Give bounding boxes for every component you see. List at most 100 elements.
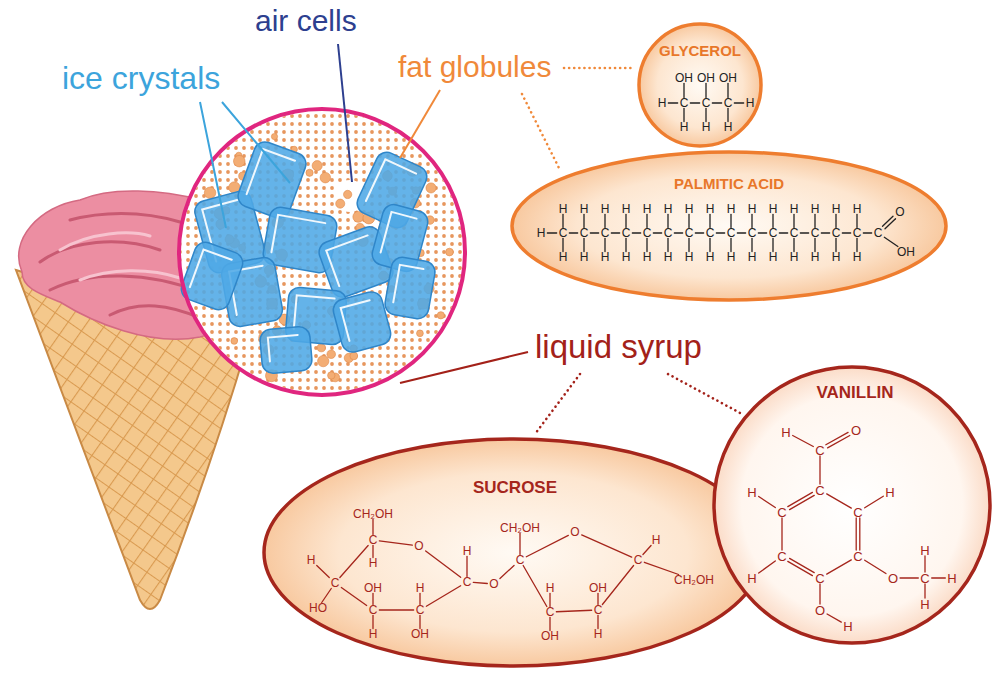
molecule-name: GLYCEROL <box>659 43 741 58</box>
molecule-outline <box>512 152 946 300</box>
ice-crystal <box>235 139 309 221</box>
chemical-bond <box>372 594 373 605</box>
chemical-bond <box>569 232 577 233</box>
chemical-bond <box>781 518 782 550</box>
chemical-bond <box>772 239 773 252</box>
fat-globule <box>271 133 277 139</box>
ice-crystal <box>383 256 436 321</box>
atom-symbol: C <box>706 227 715 239</box>
ice-crystal <box>247 149 295 206</box>
chemical-bond <box>788 492 813 506</box>
chemical-bond <box>856 518 857 550</box>
atom-symbol: H <box>747 486 756 499</box>
chemical-bond <box>644 562 678 574</box>
atom-symbol: CH₂OH <box>674 574 714 586</box>
atom-symbol: H <box>747 572 756 585</box>
molecule-outline <box>639 24 761 146</box>
atom-symbol: H <box>601 203 610 215</box>
atom-symbol: H <box>920 544 929 557</box>
chemical-bond <box>751 215 752 228</box>
atom-symbol: CH₂OH <box>500 522 540 534</box>
atom-symbol: H <box>369 628 378 640</box>
atom-symbol: H <box>680 121 689 133</box>
ice-crystal <box>268 335 300 362</box>
chemical-bond <box>549 618 550 631</box>
atom-symbol: C <box>777 506 786 519</box>
fat-globule <box>446 248 454 256</box>
chemical-bond <box>814 215 815 228</box>
chemical-bond <box>705 109 706 122</box>
atom-symbol: C <box>748 227 757 239</box>
chemical-bond <box>653 232 661 233</box>
chemical-bond <box>419 616 420 629</box>
chemical-bond <box>547 215 898 252</box>
chemical-bond <box>695 232 703 233</box>
atom-symbol: H <box>664 203 673 215</box>
ice-cream-scoop <box>40 214 200 319</box>
chemical-bond <box>932 577 946 578</box>
chemical-bond <box>419 594 420 605</box>
chemical-bond <box>751 239 752 252</box>
chemical-bond <box>562 239 563 252</box>
ice-crystal <box>381 212 417 259</box>
atom-symbol: C <box>769 227 778 239</box>
ice-crystal <box>259 326 313 374</box>
fat-globule <box>231 338 238 345</box>
molecule-name: SUCROSE <box>473 479 557 496</box>
atom-symbol: C <box>702 97 711 109</box>
chemical-bond <box>341 588 366 606</box>
atom-symbol: H <box>790 251 799 263</box>
atom-symbol: O <box>815 604 825 617</box>
atom-symbol: C <box>815 444 824 457</box>
atom-symbol: C <box>416 604 425 616</box>
chemical-bond <box>793 239 794 252</box>
chemical-bond <box>583 239 584 252</box>
atom-symbol: H <box>622 203 631 215</box>
chemical-bond <box>712 102 721 103</box>
atom-symbol: H <box>537 227 546 239</box>
atom-symbol: H <box>594 628 603 640</box>
atom-symbol: H <box>307 554 316 566</box>
ice-crystal <box>383 256 436 321</box>
atom-symbol: OH <box>589 582 607 594</box>
chemical-bond <box>372 520 373 535</box>
atom-symbol: OH <box>364 582 382 594</box>
magnifier-circle <box>179 109 465 395</box>
atom-symbol: C <box>622 227 631 239</box>
molecule-outline <box>262 437 765 668</box>
leader-line <box>400 90 440 158</box>
chemical-bond <box>582 535 632 557</box>
chemical-bond <box>709 215 710 228</box>
dotted-leader-line <box>535 374 742 434</box>
atom-symbol: H <box>724 121 733 133</box>
sucrose-ellipse: SUCROSECH₂OHCH₂OHOCOHHHHCCCCOCH₂OHOHHHOH… <box>262 437 765 668</box>
chemical-bond <box>734 102 743 103</box>
chemical-bond <box>372 546 373 558</box>
chemical-bond <box>500 566 514 579</box>
chemical-bond <box>865 496 884 508</box>
chemical-bond <box>759 496 776 507</box>
fat-globule <box>336 199 345 208</box>
leader-line <box>338 44 352 182</box>
chemical-bond <box>602 566 633 605</box>
molecule-outline <box>637 22 763 148</box>
chemical-bond <box>466 557 467 577</box>
atom-symbol: C <box>832 227 841 239</box>
molecule-name: VANILLIN <box>816 384 893 401</box>
chemical-bond <box>924 584 925 598</box>
chemical-bond <box>827 560 852 574</box>
chemical-bond <box>549 594 550 607</box>
chemical-bond <box>547 232 556 233</box>
chemical-bond <box>727 109 728 122</box>
chemical-bond <box>730 239 731 252</box>
molecule-outline <box>264 439 763 666</box>
atom-symbol: C <box>463 576 472 588</box>
fat-globule <box>350 352 358 360</box>
fat-globule <box>306 169 313 176</box>
atom-symbol: C <box>546 606 555 618</box>
atom-symbol: C <box>815 484 824 497</box>
atom-symbol: H <box>706 203 715 215</box>
atom-symbol: H <box>546 582 555 594</box>
chemical-bond <box>793 215 794 228</box>
atom-symbol: H <box>643 203 652 215</box>
